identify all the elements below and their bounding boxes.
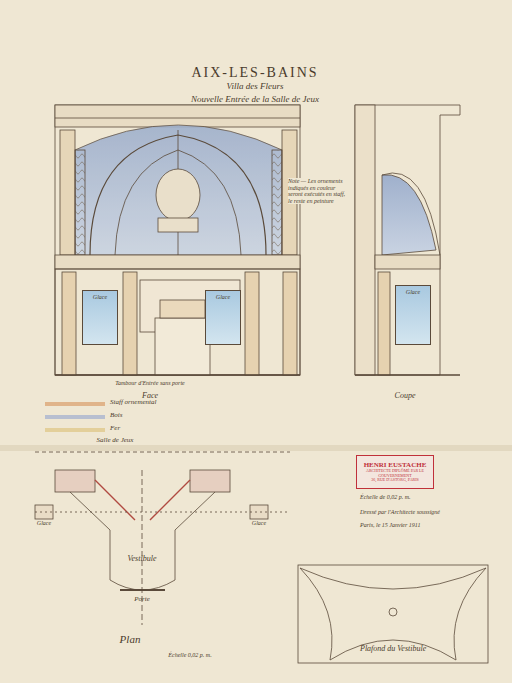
annotation: Vestibule — [128, 555, 157, 564]
annotation: Nouvelle Entrée de la Salle de Jeux — [191, 95, 319, 105]
annotation: Glace — [37, 520, 51, 527]
legend-swatch — [45, 402, 105, 406]
annotation: Tambour d'Entrée sans porte — [115, 380, 185, 387]
stamp-text: ARCHITECTE DIPLÔMÉ PAR LE GOUVERNEMENT — [359, 469, 431, 478]
stamp-text: HENRI EUSTACHE — [364, 462, 427, 470]
annotation: Échelle 0,02 p. m. — [168, 652, 211, 659]
legend-text: Fer — [110, 425, 120, 433]
annotation: Paris, le 15 Janvier 1911 — [360, 522, 420, 529]
annotation: Coupe — [395, 392, 416, 401]
glass-panel: Glace — [82, 290, 118, 345]
fold — [0, 445, 512, 451]
annotation: Glace — [252, 520, 266, 527]
annotation: Plafond du Vestibule — [360, 645, 426, 654]
side-section — [355, 105, 460, 375]
front-elevation — [55, 105, 300, 375]
annotation: Porte — [134, 596, 150, 604]
panel-label: Glace — [216, 294, 230, 301]
plan — [35, 452, 290, 625]
legend-text: Bois — [110, 412, 122, 420]
ceiling-plan — [298, 565, 488, 663]
stamp-text: 36, RUE D'ASTORG, PARIS — [371, 478, 419, 482]
panel-label: Glace — [406, 289, 420, 296]
title: AIX-LES-BAINS — [191, 65, 318, 80]
annotation: Dressé par l'Architecte soussigné — [360, 509, 440, 516]
annotation: Plan — [120, 633, 141, 645]
annotation: Villa des Fleurs — [227, 82, 284, 92]
annotation: Note — Les ornements indiqués en couleur… — [288, 178, 350, 204]
glass-panel: Glace — [205, 290, 241, 345]
glass-panel: Glace — [395, 285, 431, 345]
annotation: Salle de Jeux — [97, 437, 134, 445]
annotation: Échelle de 0,02 p. m. — [360, 494, 410, 501]
legend-text: Staff ornemental — [110, 399, 156, 407]
legend-swatch — [45, 428, 105, 432]
panel-label: Glace — [93, 294, 107, 301]
stamp: HENRI EUSTACHEARCHITECTE DIPLÔMÉ PAR LE … — [356, 455, 434, 489]
legend-swatch — [45, 415, 105, 419]
